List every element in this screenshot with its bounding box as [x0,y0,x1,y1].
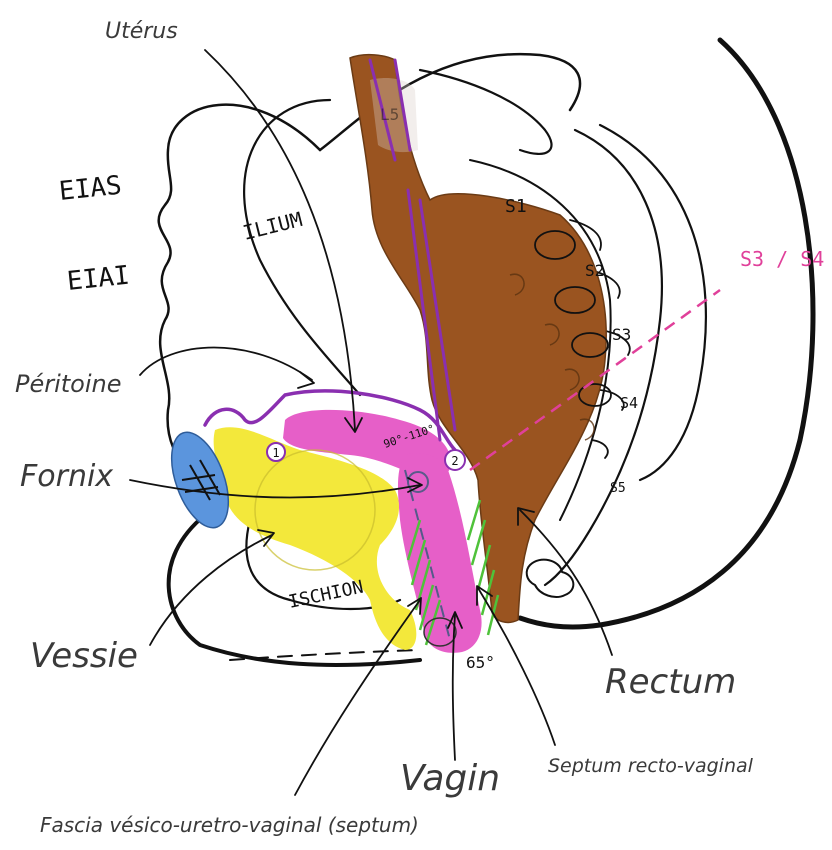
label-rectum: Rectum [605,662,736,702]
sacral-ala [420,70,552,154]
label-eiai: EIAI [66,261,131,297]
sacrum-posterior-outer [600,125,706,480]
sacral-segment-line [592,440,608,458]
marker-1: 1 [267,443,285,461]
label-vessie: Vessie [30,636,138,676]
vagin-leader [453,615,455,760]
perineal-line [230,650,420,660]
label-l5: L5 [380,105,399,124]
label-angle-bottom: 65° [466,653,495,672]
label-ilium: ILIUM [240,207,304,245]
marker-2-text: 2 [451,454,458,468]
label-septum-recto-vaginal: Septum recto-vaginal [548,755,754,777]
rectum-leader [520,510,612,655]
label-uterus: Utérus [105,19,178,44]
iliac-inner-arc [244,100,360,395]
label-peritoine: Péritoine [15,370,122,398]
peritoine-arrowhead [298,372,314,388]
label-s4: S4 [620,394,638,412]
label-s1: S1 [505,196,527,217]
label-s3: S3 [612,325,631,344]
label-s5: S5 [610,481,626,496]
marker-1-text: 1 [272,446,279,460]
label-fornix: Fornix [20,459,113,494]
marker-2: 2 [445,450,465,470]
label-fascia: Fascia vésico-uretro-vaginal (septum) [40,813,419,837]
label-eias: EIAS [58,171,123,207]
label-s2: S2 [585,261,604,280]
label-vagin: Vagin [400,758,500,799]
uterus-leader [205,50,355,430]
label-s3-s4: S3 / S4 [740,247,824,271]
